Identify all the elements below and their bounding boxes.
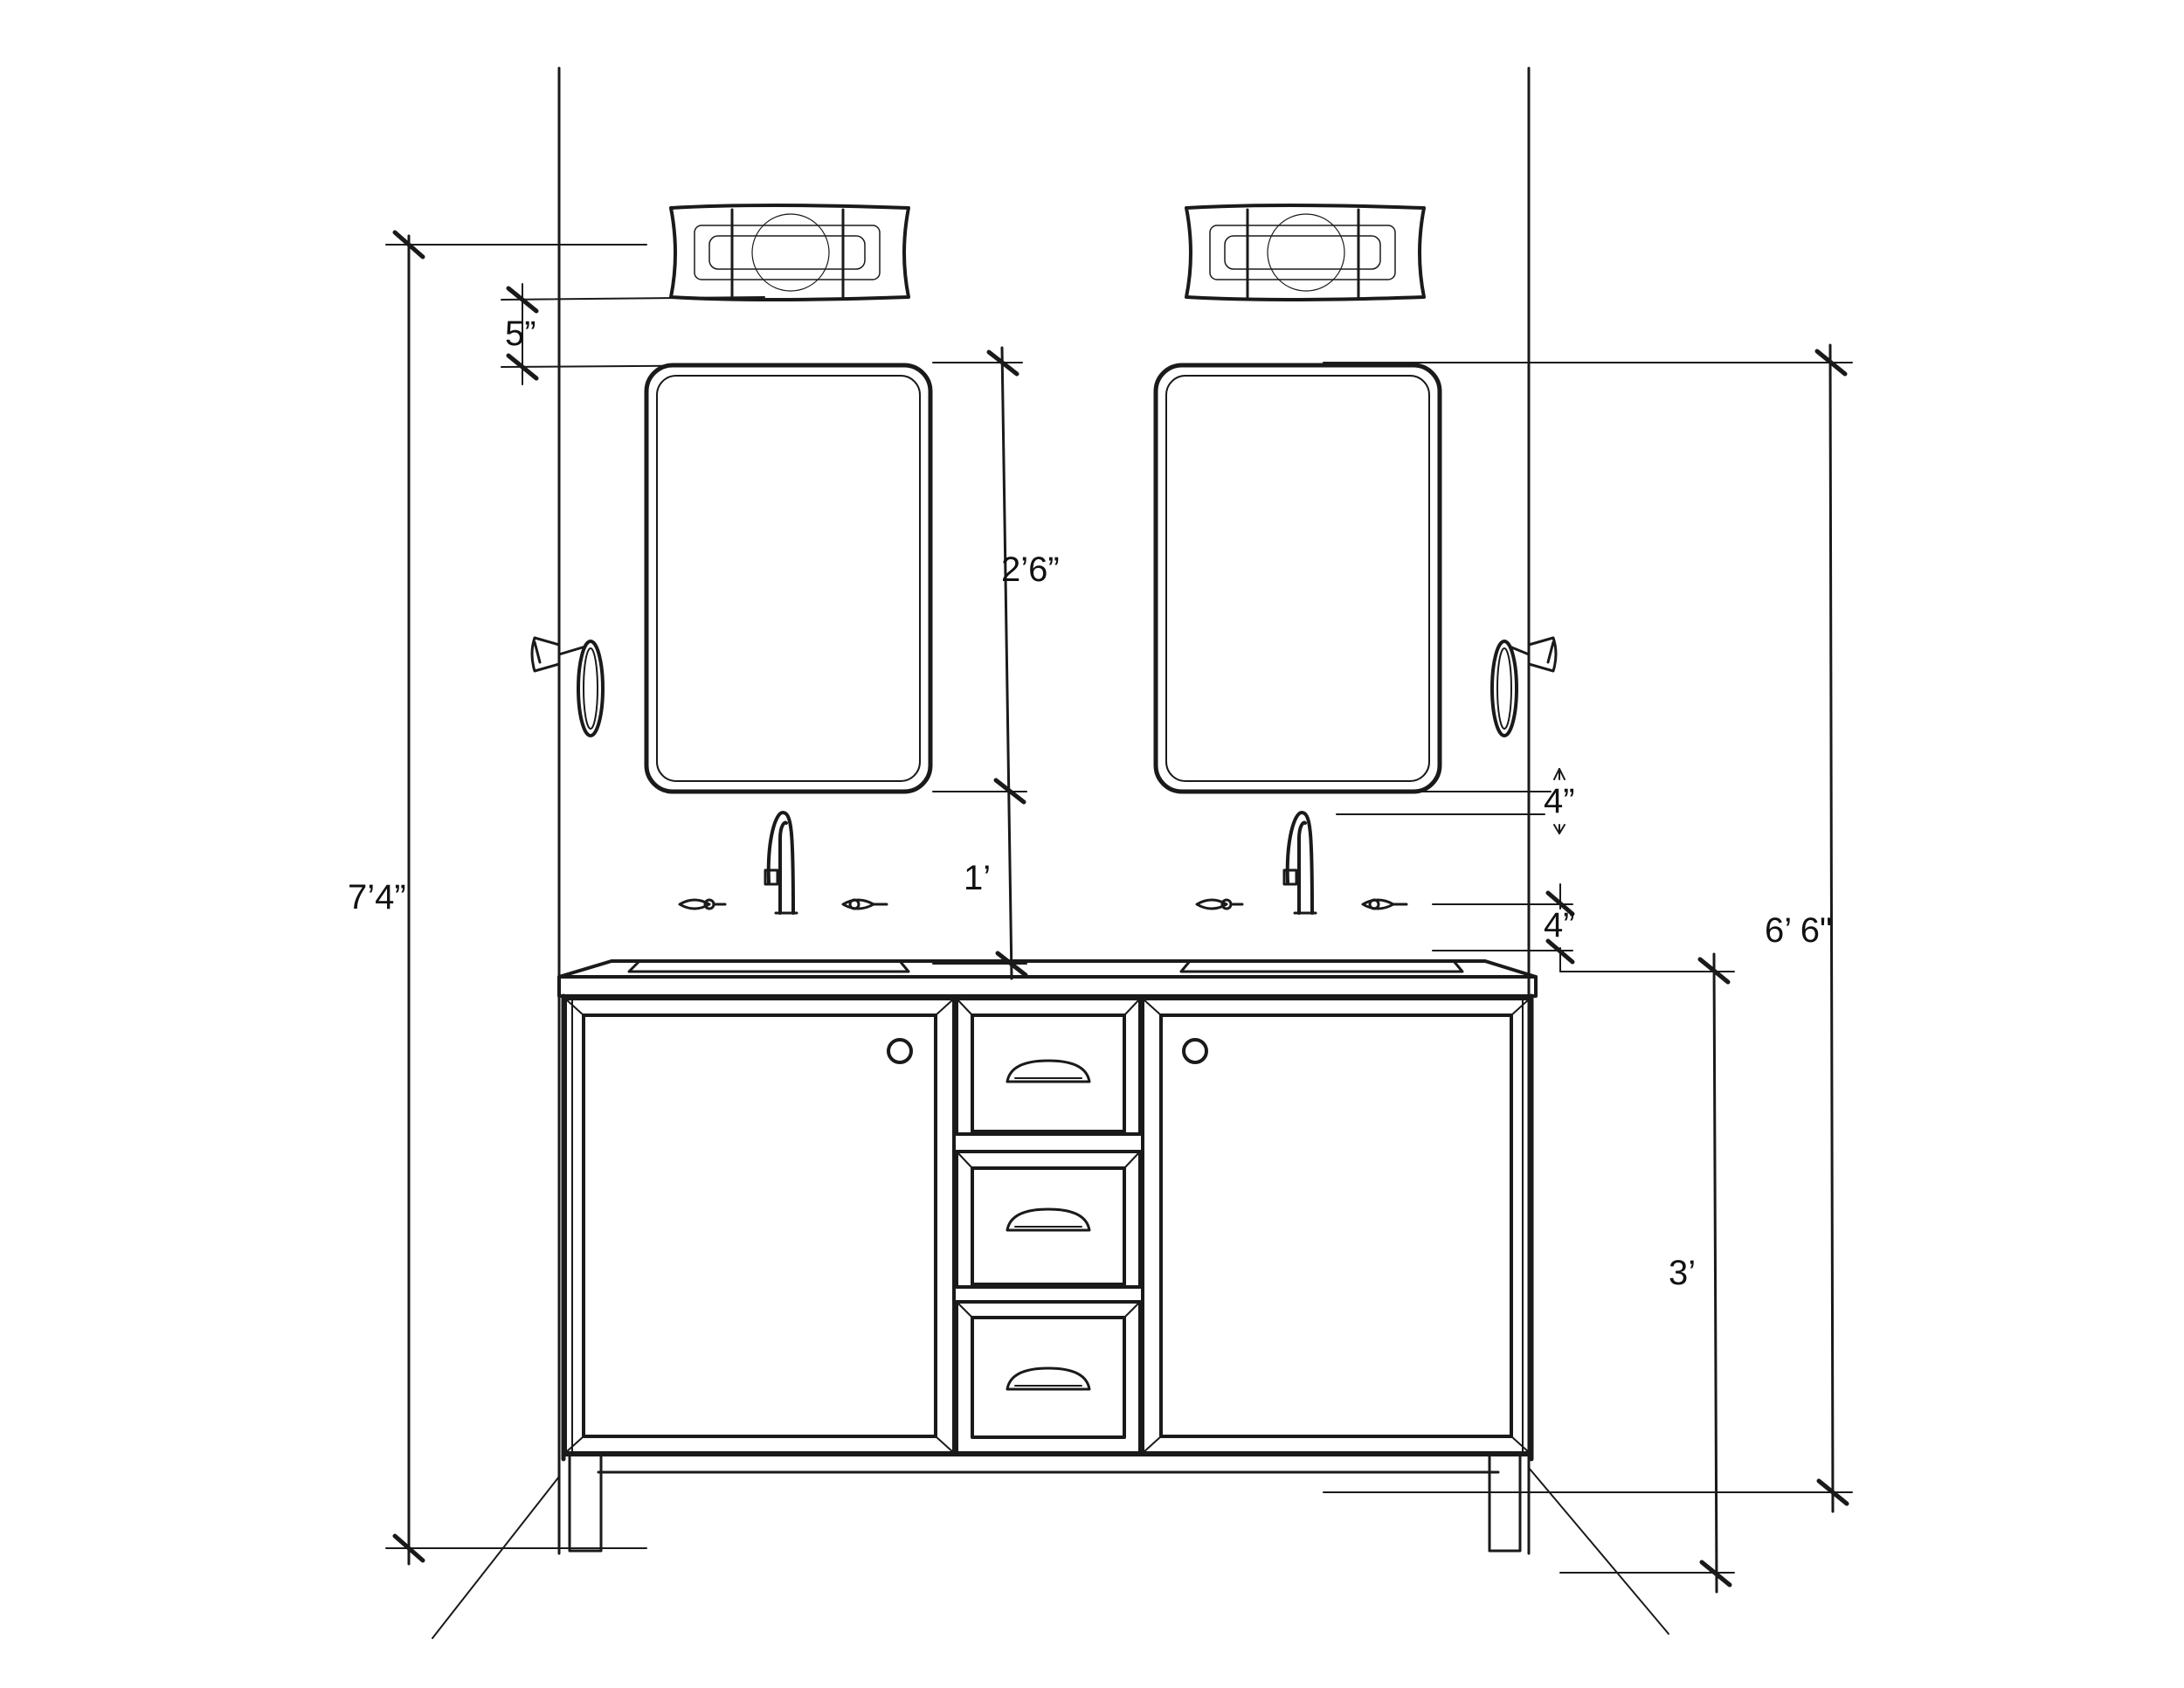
- mirror-icon: [1153, 363, 1442, 794]
- mirror-right: [1153, 363, 1442, 794]
- left-floor-perspective-line: [432, 1476, 560, 1639]
- door-knob-icon: [887, 1038, 913, 1064]
- drawer-top: [955, 997, 1142, 1136]
- mirror-icon: [644, 363, 933, 794]
- label-faucet-to-counter-gap: 4”: [1544, 906, 1575, 944]
- label-light-top-height: 7’4”: [348, 878, 406, 917]
- vanity-cabinet: [561, 993, 1534, 1553]
- door-knob-icon: [1182, 1038, 1208, 1064]
- drawer-middle: [955, 1150, 1142, 1289]
- towel-ring-icon: [530, 636, 605, 737]
- vanity-light-icon: [1185, 204, 1426, 301]
- label-mirror-top-height: 6’ 6": [1765, 911, 1832, 950]
- vanity-legs: [568, 1453, 1522, 1553]
- dimension-4-inch-upper: [1336, 768, 1565, 834]
- vanity-light-left: [669, 204, 910, 301]
- cup-pull-icon: [1006, 1366, 1091, 1391]
- dimension-5-inch: [501, 283, 765, 385]
- faucet-icon: [764, 811, 798, 915]
- dimension-2-6: [932, 346, 1028, 980]
- cabinet-door-left: [563, 997, 956, 1455]
- dimension-6-6: [1323, 343, 1853, 1513]
- handle-right-cold: [1361, 898, 1408, 910]
- cup-pull-icon: [1006, 1207, 1091, 1232]
- label-vanity-height: 3’: [1669, 1254, 1696, 1292]
- label-mirror-height: 2’6”: [1001, 550, 1060, 589]
- towel-ring-left: [530, 636, 605, 737]
- drawer-bottom: [955, 1300, 1142, 1455]
- label-mirror-to-faucet-gap: 4”: [1544, 782, 1575, 820]
- vanity-light-icon: [669, 204, 910, 301]
- towel-ring-icon: [1490, 636, 1558, 737]
- handle-left-hot: [678, 898, 727, 910]
- cup-pull-icon: [1006, 1059, 1091, 1083]
- right-floor-perspective-line: [1528, 1467, 1669, 1635]
- faucet-icon: [1282, 811, 1317, 915]
- dimension-3-ft: [1559, 952, 1735, 1594]
- mirror-left: [644, 363, 933, 794]
- handle-right-hot: [1195, 898, 1244, 910]
- faucet-left: [678, 811, 888, 915]
- dimension-4-inch-lower: [1432, 883, 1575, 972]
- handle-left-cold: [841, 898, 888, 910]
- dimension-7-4: [385, 230, 647, 1566]
- towel-ring-right: [1490, 636, 1558, 737]
- label-light-to-mirror-gap: 5”: [505, 315, 536, 353]
- vanity-light-right: [1185, 204, 1426, 301]
- countertop: [557, 959, 1538, 998]
- faucet-right: [1195, 811, 1408, 915]
- walls: [432, 66, 1669, 1639]
- label-mirror-to-counter: 1’: [964, 859, 991, 897]
- cabinet-door-right: [1141, 997, 1531, 1455]
